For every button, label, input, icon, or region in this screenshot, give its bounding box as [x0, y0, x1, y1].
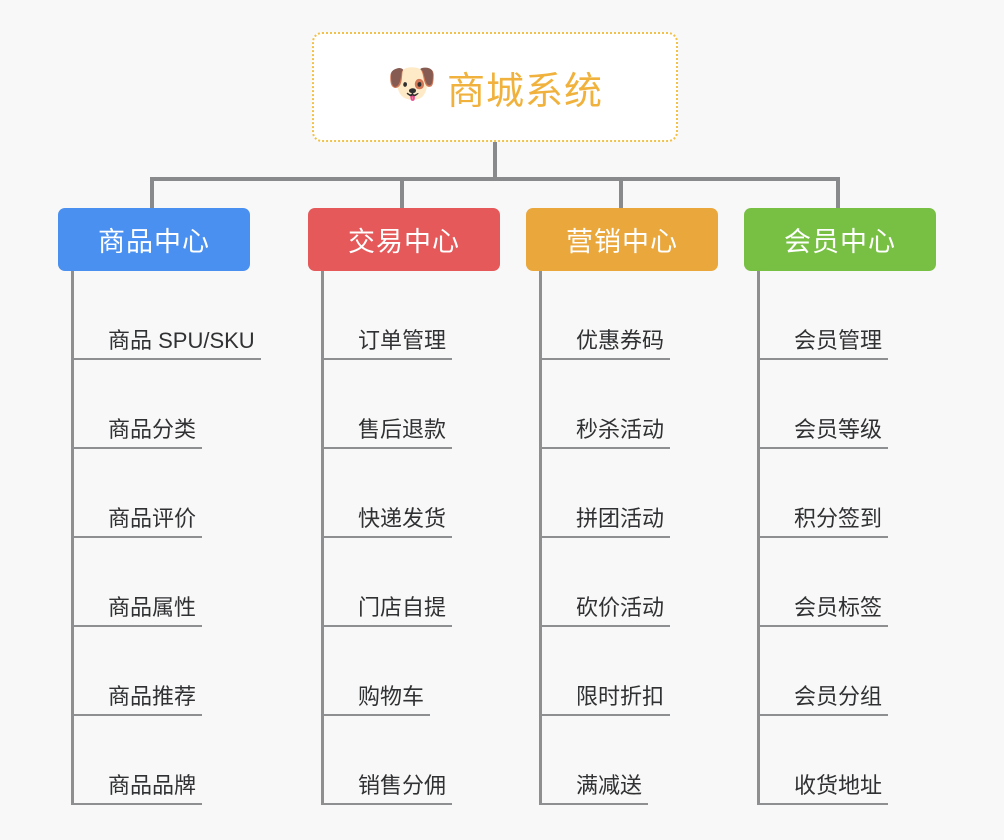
list-item[interactable]: 收货地址	[760, 716, 939, 805]
leaf-list-marketing-center: 优惠券码 秒杀活动 拼团活动 砍价活动 限时折扣 满减送	[539, 271, 721, 805]
list-item[interactable]: 购物车	[324, 627, 503, 716]
branch-trade-center: 交易中心 订单管理 售后退款 快递发货 门店自提 购物车 销售分佣	[308, 208, 500, 805]
branch-marketing-center: 营销中心 优惠券码 秒杀活动 拼团活动 砍价活动 限时折扣 满减送	[526, 208, 718, 805]
category-label: 商品中心	[98, 227, 210, 257]
leaf-list-trade-center: 订单管理 售后退款 快递发货 门店自提 购物车 销售分佣	[321, 271, 503, 805]
leaf-label: 会员标签	[760, 595, 889, 627]
leaf-label: 优惠券码	[542, 328, 671, 360]
leaf-label: 商品品牌	[74, 773, 203, 805]
list-item[interactable]: 秒杀活动	[542, 360, 721, 449]
list-item[interactable]: 商品品牌	[74, 716, 253, 805]
leaf-label: 快递发货	[324, 506, 453, 538]
list-item[interactable]: 门店自提	[324, 538, 503, 627]
list-item[interactable]: 拼团活动	[542, 449, 721, 538]
category-box-trade-center[interactable]: 交易中心	[308, 208, 500, 271]
connector-drop-1	[150, 177, 154, 208]
leaf-label: 限时折扣	[542, 684, 671, 716]
leaf-label: 拼团活动	[542, 506, 671, 538]
list-item[interactable]: 会员标签	[760, 538, 939, 627]
leaf-label: 售后退款	[324, 417, 453, 449]
list-item[interactable]: 快递发货	[324, 449, 503, 538]
leaf-label: 销售分佣	[324, 773, 453, 805]
leaf-label: 会员管理	[760, 328, 889, 360]
connector-root-stem	[493, 142, 497, 180]
leaf-label: 满减送	[542, 773, 649, 805]
list-item[interactable]: 优惠券码	[542, 271, 721, 360]
list-item[interactable]: 商品评价	[74, 449, 253, 538]
leaf-label: 商品 SPU/SKU	[74, 328, 261, 360]
list-item[interactable]: 满减送	[542, 716, 721, 805]
list-item[interactable]: 商品属性	[74, 538, 253, 627]
list-item[interactable]: 订单管理	[324, 271, 503, 360]
leaf-label: 会员分组	[760, 684, 889, 716]
category-box-product-center[interactable]: 商品中心	[58, 208, 250, 271]
list-item[interactable]: 商品推荐	[74, 627, 253, 716]
connector-drop-4	[836, 177, 840, 208]
leaf-label: 购物车	[324, 684, 431, 716]
dog-face-icon: 🐶	[386, 62, 437, 106]
leaf-label: 收货地址	[760, 773, 889, 805]
leaf-label: 会员等级	[760, 417, 889, 449]
list-item[interactable]: 商品分类	[74, 360, 253, 449]
list-item[interactable]: 会员分组	[760, 627, 939, 716]
list-item[interactable]: 售后退款	[324, 360, 503, 449]
category-label: 交易中心	[348, 227, 460, 257]
list-item[interactable]: 会员管理	[760, 271, 939, 360]
category-label: 会员中心	[784, 227, 896, 257]
connector-horizontal-bus	[150, 177, 840, 181]
root-title: 商城系统	[446, 70, 603, 113]
leaf-label: 商品推荐	[74, 684, 203, 716]
leaf-label: 秒杀活动	[542, 417, 671, 449]
list-item[interactable]: 会员等级	[760, 360, 939, 449]
leaf-label: 商品属性	[74, 595, 203, 627]
leaf-label: 商品分类	[74, 417, 203, 449]
list-item[interactable]: 商品 SPU/SKU	[74, 271, 261, 360]
branch-product-center: 商品中心 商品 SPU/SKU 商品分类 商品评价 商品属性 商品推荐 商品品牌	[58, 208, 261, 805]
leaf-label: 门店自提	[324, 595, 453, 627]
leaf-list-product-center: 商品 SPU/SKU 商品分类 商品评价 商品属性 商品推荐 商品品牌	[71, 271, 261, 805]
list-item[interactable]: 砍价活动	[542, 538, 721, 627]
leaf-label: 砍价活动	[542, 595, 671, 627]
connector-drop-3	[619, 177, 623, 208]
list-item[interactable]: 销售分佣	[324, 716, 503, 805]
leaf-label: 商品评价	[74, 506, 203, 538]
leaf-label: 订单管理	[324, 328, 453, 360]
category-box-marketing-center[interactable]: 营销中心	[526, 208, 718, 271]
category-box-member-center[interactable]: 会员中心	[744, 208, 936, 271]
category-label: 营销中心	[566, 227, 678, 257]
branch-member-center: 会员中心 会员管理 会员等级 积分签到 会员标签 会员分组 收货地址	[744, 208, 936, 805]
leaf-list-member-center: 会员管理 会员等级 积分签到 会员标签 会员分组 收货地址	[757, 271, 939, 805]
list-item[interactable]: 积分签到	[760, 449, 939, 538]
list-item[interactable]: 限时折扣	[542, 627, 721, 716]
leaf-label: 积分签到	[760, 506, 889, 538]
connector-drop-2	[400, 177, 404, 208]
root-node[interactable]: 🐶 商城系统	[312, 32, 678, 142]
